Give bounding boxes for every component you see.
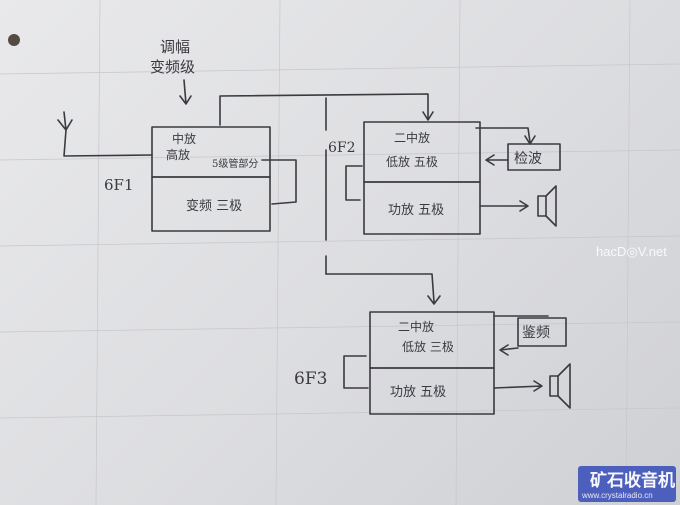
tube-6f2-upper-line2: 低放 五极 [386, 154, 438, 169]
tube-6f3-upper-line1: 二中放 [398, 319, 434, 334]
site-name: 矿石收音机 [590, 470, 675, 491]
site-watermark: 矿石收音机 www.crystalradio.cn [578, 466, 676, 502]
tube-6f1-upper-line1: 中放 [172, 131, 196, 146]
top-note-line2: 变频级 [150, 58, 195, 76]
tube-6f1-upper-line3: 5级管部分 [212, 157, 258, 170]
tube-6f1-upper-line2: 高放 [166, 147, 190, 162]
detector-block: 检波 [514, 151, 542, 167]
diagram-wiring [57, 79, 571, 415]
tube-6f1-label: 6F1 [104, 176, 134, 194]
paper-stain [8, 34, 20, 46]
tube-6f3-upper-line2: 低放 三极 [402, 339, 454, 354]
top-note-line1: 调幅 [160, 38, 190, 56]
tube-6f3-lower: 功放 五极 [390, 385, 446, 400]
tube-6f1-lower: 变频 三极 [186, 198, 242, 214]
hacd-watermark: hacD◎V.net [596, 244, 667, 259]
tube-6f3-label: 6F3 [294, 369, 327, 389]
discriminator-block: 鉴频 [522, 325, 550, 341]
tube-6f2-lower: 功放 五极 [388, 203, 444, 218]
tube-6f2-upper-line1: 二中放 [394, 130, 430, 145]
tube-6f2-label: 6F2 [328, 140, 356, 156]
site-url: www.crystalradio.cn [581, 491, 653, 500]
